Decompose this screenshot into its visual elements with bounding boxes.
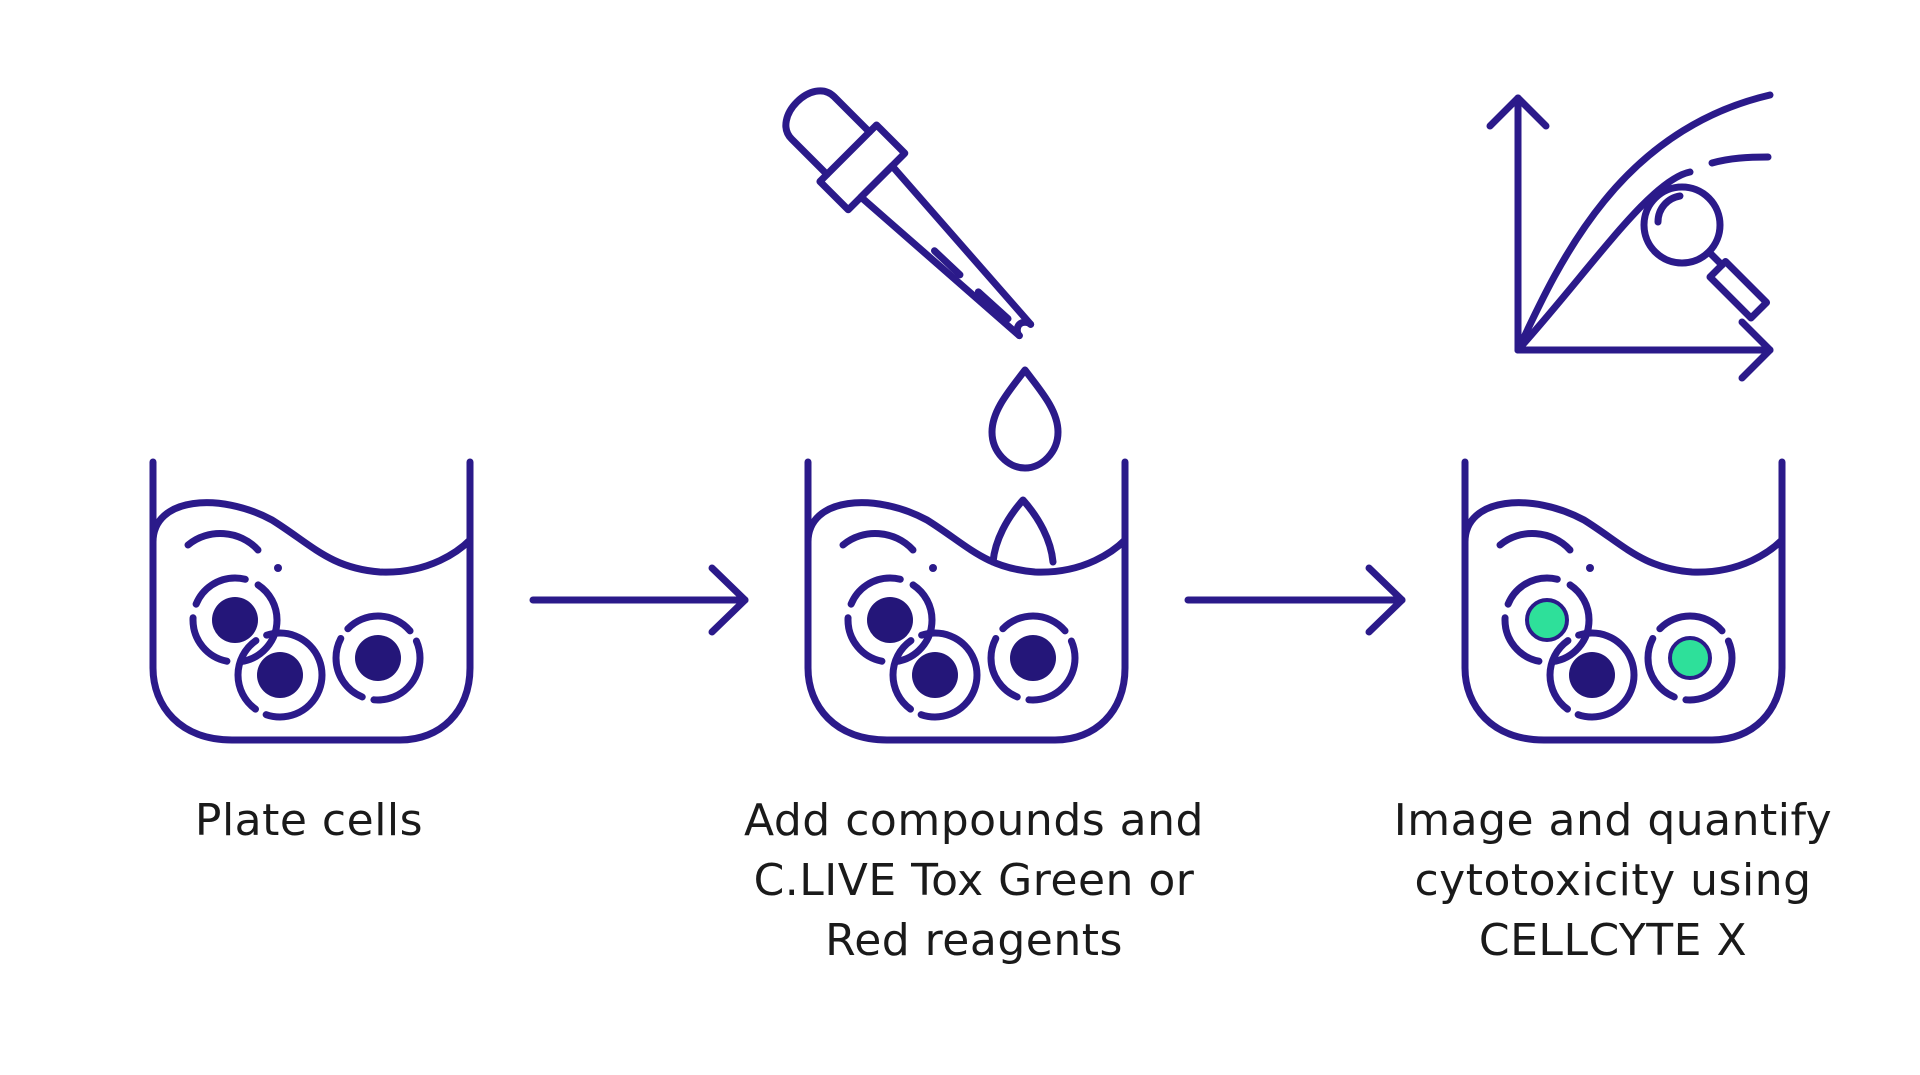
right-arrow-icon [1184,564,1406,636]
beaker-outline-icon [1461,458,1786,744]
surface-dot [1586,564,1594,572]
surface-highlight [184,530,262,554]
beaker-2 [804,458,1129,744]
step-caption-image-quantify: Image and quantify cytotoxicity using CE… [1333,791,1893,971]
curve-1 [1514,91,1774,354]
graph-magnifier-icon [1486,91,1774,382]
magnifier-icon [1640,183,1771,322]
cell-2 [234,629,326,721]
cell-3 [987,612,1079,704]
beaker-outline-icon [804,458,1129,744]
surface-dot [929,564,937,572]
liquid-surface [1461,499,1786,576]
cell-3 [332,612,424,704]
step-caption-plate-cells: Plate cells [29,791,589,851]
caption-line: C.LIVE Tox Green or [753,855,1195,906]
beaker-1 [149,458,474,744]
beaker-3 [1461,458,1786,744]
liquid-surface [804,499,1129,576]
caption-line: Red reagents [825,915,1123,966]
curve-2 [1514,168,1694,354]
cell-1 [844,574,936,666]
right-arrow-icon [529,564,749,636]
cell-stained-1 [1501,574,1593,666]
cell-1 [189,574,281,666]
surface-highlight [839,530,917,554]
surface-highlight [1496,530,1574,554]
caption-line: Image and quantify [1393,795,1833,846]
caption-line: CELLCYTE X [1478,915,1748,966]
caption-line: cytotoxicity using [1414,855,1812,906]
step-caption-add-compounds: Add compounds and C.LIVE Tox Green or Re… [694,791,1254,971]
surface-dot [274,564,282,572]
droplet-icon [988,366,1062,472]
caption-line: Add compounds and [744,795,1204,846]
cell-stained-3 [1644,612,1736,704]
pipette-dropper-icon [782,87,1035,340]
splash-icon [989,496,1057,566]
cell-2 [889,629,981,721]
beaker-outline-icon [149,458,474,744]
caption-line: Plate cells [194,795,424,846]
cell-2 [1546,629,1638,721]
liquid-surface [149,499,474,576]
